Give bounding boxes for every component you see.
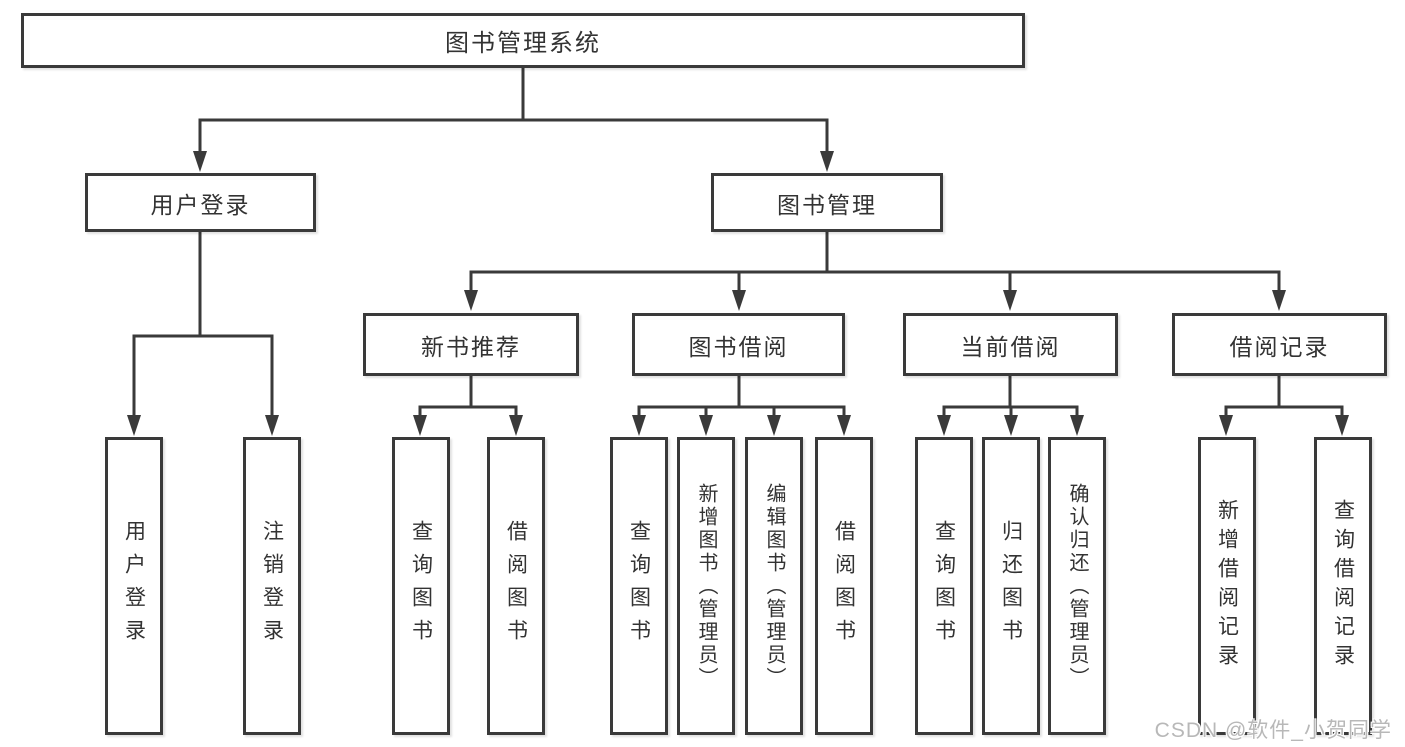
leaf-add-borrow-record: 新增借阅记录 bbox=[1198, 437, 1256, 735]
leaf-add-book-admin: 新增图书（管理员） bbox=[677, 437, 735, 735]
csdn-watermark: CSDN @软件_小贺同学 bbox=[1154, 719, 1392, 742]
arrowhead-icon bbox=[632, 415, 646, 436]
arrowhead-icon bbox=[1070, 415, 1084, 436]
leaf-label: 新增图书（管理员） bbox=[695, 482, 717, 690]
leaf-return-books: 归还图书 bbox=[982, 437, 1040, 735]
arrowhead-icon bbox=[265, 415, 279, 436]
node-book-management: 图书管理 bbox=[711, 173, 943, 232]
node-label: 图书管理 bbox=[777, 191, 877, 218]
leaf-label: 查询图书 bbox=[932, 520, 956, 652]
arrowhead-icon bbox=[1335, 415, 1349, 436]
leaf-edit-book-admin: 编辑图书（管理员） bbox=[745, 437, 803, 735]
node-label: 图书管理系统 bbox=[445, 30, 601, 57]
node-label: 当前借阅 bbox=[960, 333, 1061, 360]
node-current-borrowing: 当前借阅 bbox=[903, 313, 1118, 376]
arrowhead-icon bbox=[1004, 415, 1018, 436]
node-new-book-recommendation: 新书推荐 bbox=[363, 313, 579, 376]
leaf-label: 用户登录 bbox=[122, 520, 146, 652]
leaf-borrow-books-recommend: 借阅图书 bbox=[487, 437, 545, 735]
arrowhead-icon bbox=[127, 415, 141, 436]
arrowhead-icon bbox=[464, 290, 478, 311]
leaf-label: 借阅图书 bbox=[504, 520, 528, 652]
node-user-login: 用户登录 bbox=[85, 173, 316, 232]
arrowheads bbox=[127, 151, 1349, 436]
arrowhead-icon bbox=[820, 151, 834, 172]
arrowhead-icon bbox=[1003, 290, 1017, 311]
node-book-borrowing: 图书借阅 bbox=[632, 313, 845, 376]
leaf-label: 确认归还（管理员） bbox=[1066, 482, 1088, 690]
leaf-label: 注销登录 bbox=[260, 520, 284, 652]
arrowhead-icon bbox=[767, 415, 781, 436]
node-borrowing-records: 借阅记录 bbox=[1172, 313, 1387, 376]
arrowhead-icon bbox=[732, 290, 746, 311]
leaf-label: 编辑图书（管理员） bbox=[763, 482, 785, 690]
leaf-label: 查询图书 bbox=[627, 520, 651, 652]
arrowhead-icon bbox=[413, 415, 427, 436]
leaf-borrow-books-borrowing: 借阅图书 bbox=[815, 437, 873, 735]
leaf-query-books-recommend: 查询图书 bbox=[392, 437, 450, 735]
leaf-label: 查询借阅记录 bbox=[1331, 499, 1355, 673]
leaf-query-borrow-record: 查询借阅记录 bbox=[1314, 437, 1372, 735]
leaf-logout: 注销登录 bbox=[243, 437, 301, 735]
arrowhead-icon bbox=[937, 415, 951, 436]
node-library-management-system: 图书管理系统 bbox=[21, 13, 1025, 68]
arrowhead-icon bbox=[193, 151, 207, 172]
leaf-label: 新增借阅记录 bbox=[1215, 499, 1239, 673]
leaf-label: 借阅图书 bbox=[832, 520, 856, 652]
arrowhead-icon bbox=[509, 415, 523, 436]
node-label: 新书推荐 bbox=[421, 333, 521, 360]
arrowhead-icon bbox=[837, 415, 851, 436]
arrowhead-icon bbox=[699, 415, 713, 436]
leaf-label: 查询图书 bbox=[409, 520, 433, 652]
arrowhead-icon bbox=[1219, 415, 1233, 436]
leaf-confirm-return-admin: 确认归还（管理员） bbox=[1048, 437, 1106, 735]
node-label: 用户登录 bbox=[150, 191, 251, 218]
tree-edges bbox=[132, 67, 1344, 417]
leaf-query-books-current: 查询图书 bbox=[915, 437, 973, 735]
leaf-query-books-borrowing: 查询图书 bbox=[610, 437, 668, 735]
node-label: 借阅记录 bbox=[1229, 333, 1330, 360]
leaf-user-login: 用户登录 bbox=[105, 437, 163, 735]
leaf-label: 归还图书 bbox=[999, 520, 1023, 652]
arrowhead-icon bbox=[1272, 290, 1286, 311]
node-label: 图书借阅 bbox=[688, 333, 789, 360]
